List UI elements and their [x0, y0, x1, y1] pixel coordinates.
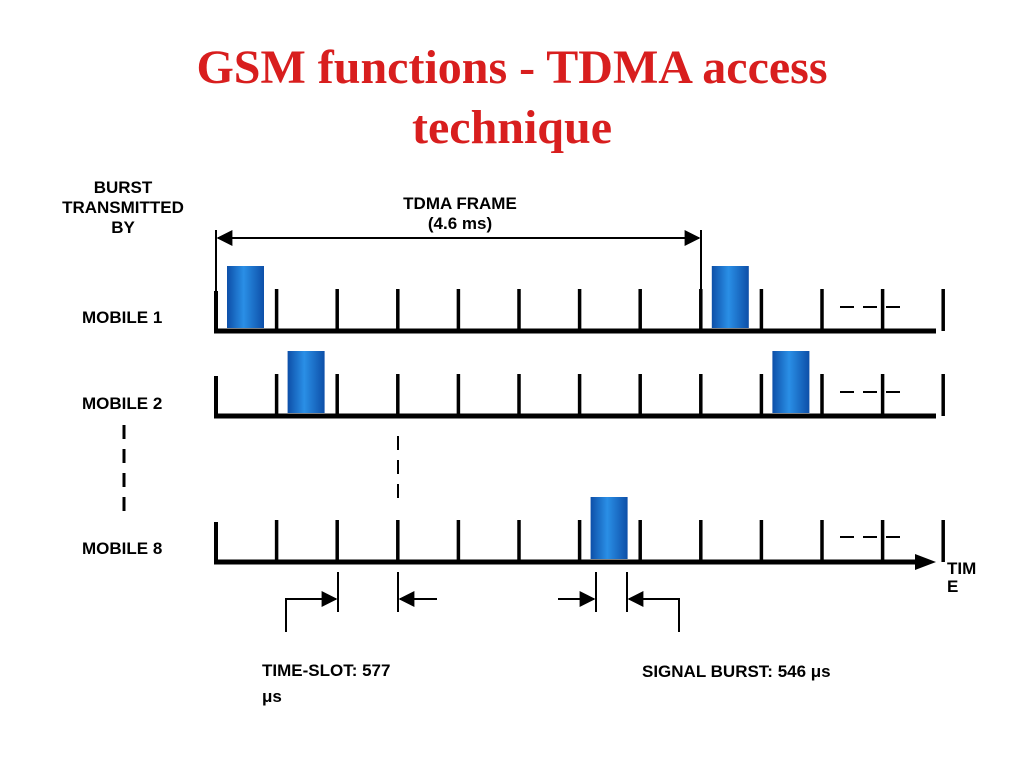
- burst-mobile-2: [287, 351, 325, 413]
- mobile-2-label: MOBILE 2: [82, 394, 163, 413]
- signal-burst-dimension: [558, 572, 680, 632]
- signal-burst-label: SIGNAL BURST: 546 μs: [642, 662, 831, 681]
- title-line-1: GSM functions - TDMA access: [196, 41, 828, 94]
- mobile-1-slot-ticks: [214, 289, 945, 331]
- burst-transmitted-by-label: BURST TRANSMITTED BY: [62, 178, 184, 237]
- title-line-2: technique: [411, 101, 612, 154]
- time-axis-arrowhead: [915, 554, 936, 570]
- time-slot-dimension: [285, 572, 437, 632]
- time-axis-label: TIM E: [947, 559, 977, 596]
- tdma-frame-label: TDMA FRAME (4.6 ms): [403, 194, 517, 233]
- slide-title: GSM functions - TDMA access technique: [0, 38, 1024, 158]
- burst-mobile-1: [227, 266, 264, 328]
- mobile-8-label: MOBILE 8: [82, 539, 163, 558]
- burst-mobile-2: [772, 351, 810, 413]
- bursts: [227, 266, 810, 559]
- mobile-8-slot-ticks: [214, 520, 945, 562]
- mobile-2-slot-ticks: [214, 374, 945, 416]
- burst-mobile-1: [711, 266, 749, 328]
- burst-mobile-8: [590, 497, 628, 559]
- time-slot-label: TIME-SLOT: 577 μs: [262, 661, 391, 706]
- continuation-dashes: [840, 306, 900, 538]
- mobile-1-label: MOBILE 1: [82, 308, 163, 327]
